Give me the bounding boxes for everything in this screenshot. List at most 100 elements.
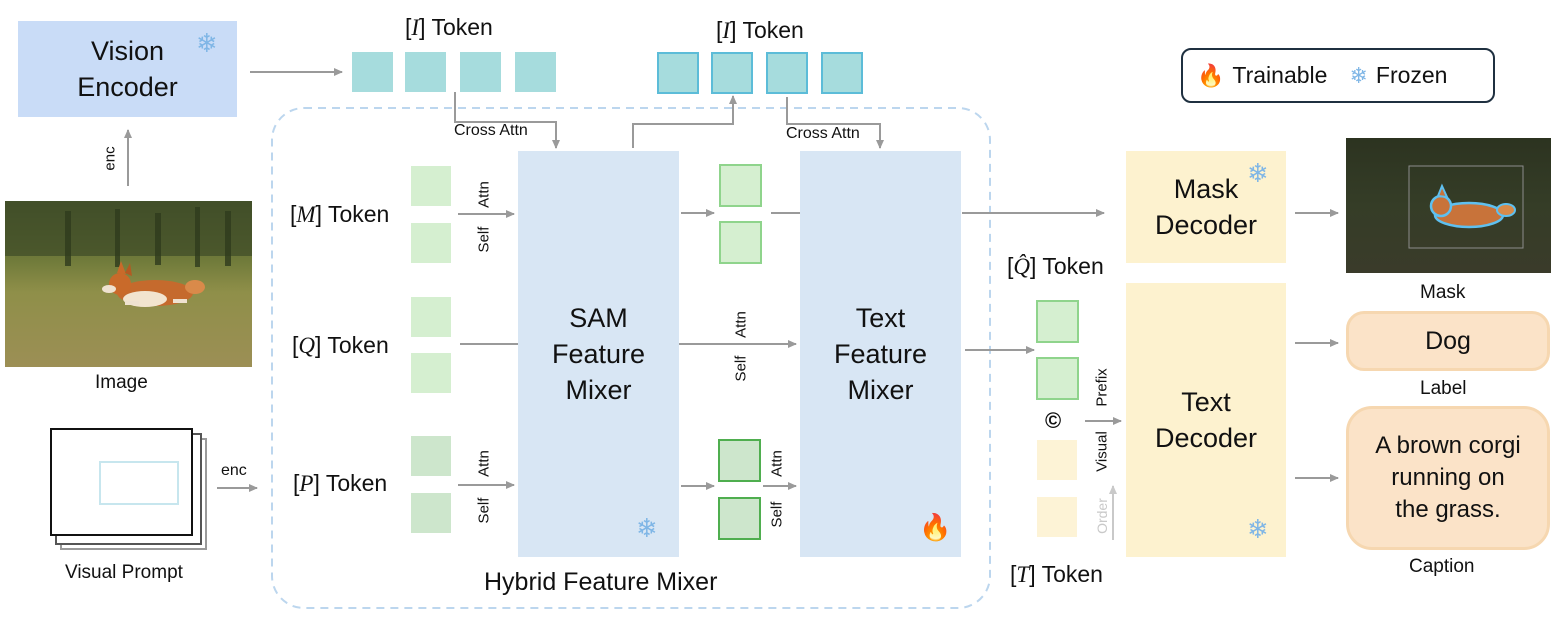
hybrid-feature-mixer-label: Hybrid Feature Mixer (484, 568, 718, 596)
q-self-label: Self (732, 355, 750, 382)
visual-label: Visual (1093, 431, 1111, 472)
snowflake-icon: ❄ (196, 28, 218, 58)
p-token-suffix: Token (325, 470, 388, 496)
i-token-right-symbol: I (722, 18, 731, 43)
fire-icon: 🔥 (1197, 62, 1225, 88)
m-token-suffix: Token (327, 201, 390, 227)
i-token-left-1 (352, 52, 393, 92)
prefix-label: Prefix (1093, 368, 1111, 407)
caption-line1: A brown corgi (1375, 432, 1521, 459)
q-token-1 (411, 297, 451, 337)
t-token-1 (1037, 440, 1077, 480)
p-out-token-2 (718, 497, 761, 540)
hybrid-mixer-container (271, 107, 991, 609)
legend-trainable: Trainable (1232, 62, 1328, 88)
snowflake-icon: ❄ (1349, 62, 1368, 88)
arrow-sam-to-tokens (632, 95, 737, 148)
qhat-token-1 (1036, 300, 1079, 343)
p-token-1 (411, 436, 451, 476)
i-token-left-suffix: Token (431, 14, 493, 40)
enc-label-vertical: enc (101, 146, 119, 171)
legend-box: 🔥 Trainable ❄ Frozen (1181, 48, 1495, 103)
m-token-symbol: M (296, 202, 316, 227)
arrow-cross-attn-right (786, 97, 884, 149)
i-token-right-2 (711, 52, 753, 94)
legend-frozen: Frozen (1375, 62, 1448, 88)
qhat-token-label: [Q̂] Token (1007, 253, 1104, 279)
t-token-label: [T] Token (1010, 561, 1103, 587)
mask-decoder-line1: Mask (1173, 174, 1239, 204)
cross-attn-right-label: Cross Attn (786, 125, 860, 142)
snowflake-icon: ❄ (1247, 158, 1269, 188)
p-out-self-label: Self (768, 501, 786, 528)
p-out-token-1 (718, 439, 761, 482)
i-token-right-label: [I] Token (716, 17, 804, 43)
p-attn-label: Attn (475, 450, 493, 477)
vision-encoder-line2: Encoder (77, 72, 178, 102)
caption-label: Caption (1409, 556, 1475, 577)
order-label: Order (1094, 498, 1110, 534)
mask-output-image (1346, 138, 1551, 273)
i-token-left-2 (405, 52, 446, 92)
p-out-attn-label: Attn (768, 450, 786, 477)
sam-mixer-line1: SAM (569, 303, 628, 333)
text-mixer-line3: Mixer (847, 375, 914, 405)
mask-decoder-block: Mask Decoder (1126, 151, 1286, 263)
text-decoder-line1: Text (1181, 387, 1231, 417)
arrow-cross-attn-left (454, 92, 560, 149)
t-token-symbol: T (1016, 562, 1030, 587)
m-out-token-2 (719, 221, 762, 264)
sam-mixer-line3: Mixer (565, 375, 632, 405)
snowflake-icon: ❄ (636, 513, 658, 543)
q-token-label: [Q] Token (292, 332, 389, 358)
i-token-right-suffix: Token (742, 17, 804, 43)
p-token-symbol: P (299, 471, 314, 496)
prompt-box (99, 461, 179, 505)
text-decoder-block: Text Decoder (1126, 283, 1286, 557)
text-feature-mixer-block: Text Feature Mixer (800, 151, 961, 557)
fire-icon: 🔥 (919, 512, 952, 542)
m-out-token-1 (719, 164, 762, 207)
t-token-suffix: Token (1041, 561, 1103, 587)
i-token-left-label: [I] Token (405, 14, 493, 40)
snowflake-icon: ❄ (1247, 514, 1269, 544)
label-output-box: Dog (1346, 311, 1550, 371)
concat-symbol: © (1045, 408, 1062, 433)
q-token-symbol: Q (298, 333, 316, 358)
i-token-right-3 (766, 52, 808, 94)
visual-prompt-stack (50, 428, 210, 553)
label-caption: Label (1420, 378, 1467, 399)
m-token-label: [M] Token (290, 201, 390, 227)
visual-prompt-label: Visual Prompt (65, 562, 183, 583)
mask-bbox (1408, 165, 1524, 249)
qhat-token-suffix: Token (1042, 253, 1104, 279)
qhat-token-symbol: Q̂ (1013, 254, 1031, 279)
mask-decoder-line2: Decoder (1154, 210, 1258, 240)
enc-label-prompt: enc (221, 462, 247, 479)
q-token-2 (411, 353, 451, 393)
i-token-right-4 (821, 52, 863, 94)
sam-feature-mixer-block: SAM Feature Mixer (518, 151, 679, 557)
qhat-token-2 (1036, 357, 1079, 400)
p-token-2 (411, 493, 451, 533)
q-token-suffix: Token (327, 332, 389, 358)
text-mixer-line1: Text (855, 303, 906, 333)
mask-label: Mask (1420, 282, 1466, 303)
t-token-2 (1037, 497, 1077, 537)
m-self-label: Self (475, 226, 493, 253)
m-token-1 (411, 166, 451, 206)
caption-line3: the grass. (1395, 496, 1501, 523)
m-attn-label: Attn (475, 181, 493, 208)
i-token-left-3 (460, 52, 501, 92)
corgi-mask (1429, 183, 1516, 229)
i-token-left-symbol: I (411, 15, 420, 40)
i-token-right-1 (657, 52, 699, 94)
text-decoder-line2: Decoder (1154, 423, 1258, 453)
text-mixer-line2: Feature (833, 339, 928, 369)
cross-attn-left-label: Cross Attn (454, 122, 528, 139)
q-attn-label: Attn (732, 311, 750, 338)
sam-mixer-line2: Feature (551, 339, 646, 369)
input-image-corgi (5, 201, 252, 367)
